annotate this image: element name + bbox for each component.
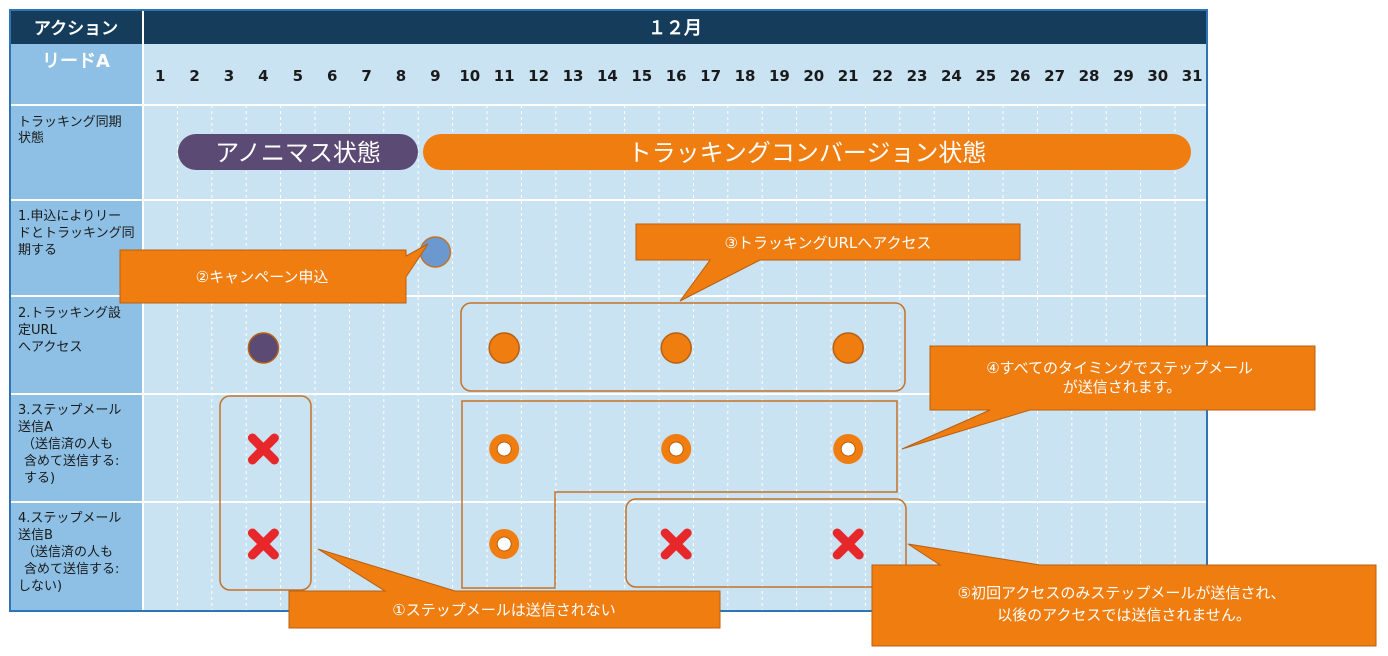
day-number: 3 bbox=[224, 67, 234, 85]
callout-text: ②キャンペーン申込 bbox=[196, 268, 329, 286]
day-number: 23 bbox=[907, 67, 928, 85]
row-label-3: 3.ステップメール 送信A （送信済の人も 含めて送信する: する) bbox=[18, 403, 126, 486]
group-outline-not-sent bbox=[625, 498, 907, 588]
callout-shape bbox=[119, 243, 429, 304]
day-number: 10 bbox=[459, 67, 480, 85]
event-ring bbox=[489, 529, 520, 559]
day-number: 22 bbox=[872, 67, 893, 85]
event-dot bbox=[419, 236, 452, 268]
header-action-label: アクション bbox=[34, 19, 118, 39]
day-number: 21 bbox=[838, 67, 859, 85]
row-label-sync-state: トラッキング同期 状態 bbox=[18, 115, 126, 146]
event-cross bbox=[247, 433, 279, 465]
day-number: 1 bbox=[155, 67, 165, 85]
day-number: 8 bbox=[396, 67, 406, 85]
callout-shape bbox=[901, 345, 1316, 450]
callout-shape bbox=[871, 543, 1377, 647]
callout-not-sent: ①ステップメールは送信されない bbox=[288, 548, 721, 629]
group-outlines bbox=[219, 302, 907, 591]
day-number: 4 bbox=[258, 67, 268, 85]
event-cross bbox=[832, 528, 864, 560]
event-ring bbox=[489, 434, 520, 464]
day-number: 31 bbox=[1182, 67, 1203, 85]
callout-first-access-only: ⑤初回アクセスのみステップメールが送信され、 以後のアクセスでは送信されません。 bbox=[871, 543, 1377, 647]
state-bar-anonymous bbox=[178, 134, 418, 170]
day-number: 25 bbox=[975, 67, 996, 85]
day-number: 5 bbox=[293, 67, 303, 85]
row-label-1: 1.申込によりリー ドとトラッキング同 期する bbox=[18, 209, 139, 258]
day-number: 27 bbox=[1044, 67, 1065, 85]
day-number: 7 bbox=[361, 67, 371, 85]
day-number: 19 bbox=[769, 67, 790, 85]
day-number: 12 bbox=[528, 67, 549, 85]
callout-text: ③トラッキングURLへアクセス bbox=[724, 234, 931, 252]
day-number: 11 bbox=[494, 67, 515, 85]
day-number: 13 bbox=[563, 67, 584, 85]
group-outline-access-row bbox=[460, 302, 906, 392]
grid-background bbox=[10, 10, 1207, 611]
callout-text: ⑤初回アクセスのみステップメールが送信され、 以後のアクセスでは送信されません。 bbox=[958, 584, 1291, 624]
event-ring bbox=[833, 434, 864, 464]
state-label-anonymous: アノニマス状態 bbox=[215, 139, 381, 167]
day-number: 15 bbox=[631, 67, 652, 85]
day-number: 6 bbox=[327, 67, 337, 85]
day-number: 28 bbox=[1079, 67, 1100, 85]
callout-text: ④すべてのタイミングでステップメール が送信されます。 bbox=[986, 359, 1258, 396]
day-number: 29 bbox=[1113, 67, 1134, 85]
state-label-tracking: トラッキングコンバージョン状態 bbox=[628, 139, 987, 167]
event-dot bbox=[660, 332, 692, 364]
event-dot bbox=[488, 332, 520, 364]
day-number: 20 bbox=[803, 67, 824, 85]
day-number: 2 bbox=[189, 67, 199, 85]
label-column bbox=[10, 44, 143, 611]
callout-shape bbox=[635, 223, 1021, 302]
event-cross bbox=[660, 528, 692, 560]
day-number: 24 bbox=[941, 67, 962, 85]
row-label-4: 4.ステップメール 送信B （送信済の人も 含めて送信する: しない) bbox=[18, 511, 126, 594]
day-number: 30 bbox=[1147, 67, 1168, 85]
group-outline-day4 bbox=[219, 395, 312, 591]
state-bar-tracking bbox=[423, 134, 1191, 170]
event-ring bbox=[661, 434, 692, 464]
day-number: 26 bbox=[1010, 67, 1031, 85]
event-markers bbox=[247, 236, 864, 560]
lead-label: リードA bbox=[42, 51, 110, 72]
header-bar bbox=[10, 10, 1207, 44]
day-number: 17 bbox=[700, 67, 721, 85]
day-number: 9 bbox=[430, 67, 440, 85]
callout-text: ①ステップメールは送信されない bbox=[392, 601, 615, 619]
callout-shape bbox=[288, 548, 721, 629]
callout-all-timings-sent: ④すべてのタイミングでステップメール が送信されます。 bbox=[901, 345, 1316, 450]
day-number: 14 bbox=[597, 67, 618, 85]
day-number: 16 bbox=[666, 67, 687, 85]
day-number: 18 bbox=[735, 67, 756, 85]
row-label-2: 2.トラッキング設 定URL へアクセス bbox=[18, 305, 125, 355]
event-cross bbox=[247, 528, 279, 560]
group-outline-sent-mails bbox=[461, 400, 898, 589]
row-labels: トラッキング同期 状態 1.申込によりリー ドとトラッキング同 期する 2.トラ… bbox=[18, 115, 139, 594]
callout-campaign-apply: ②キャンペーン申込 bbox=[119, 243, 429, 304]
callout-tracking-url-access: ③トラッキングURLへアクセス bbox=[635, 223, 1021, 302]
day-column-lines bbox=[176, 105, 1176, 611]
header-month-label: １２月 bbox=[648, 18, 702, 39]
event-dot bbox=[832, 332, 864, 364]
event-dot bbox=[247, 332, 280, 364]
